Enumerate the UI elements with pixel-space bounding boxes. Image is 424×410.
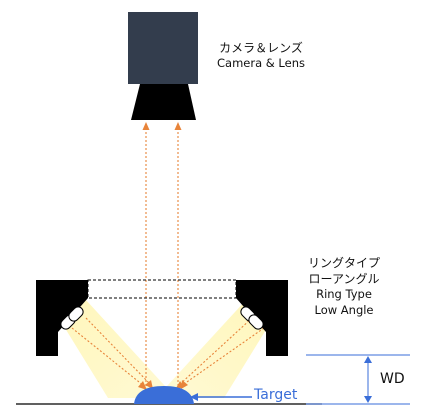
ray-arrow-left: [142, 122, 150, 130]
light-arrow-l2: [145, 380, 153, 389]
light-arrow-r2: [181, 380, 188, 389]
light-label: リングタイプ ローアングル Ring Type Low Angle: [296, 255, 392, 318]
light-arrow-l1: [138, 381, 147, 390]
target-pointer-head: [190, 393, 198, 401]
target-object: [134, 386, 194, 404]
ring-light-frame: [87, 279, 237, 299]
right-light-housing: [236, 280, 288, 356]
left-leds: [60, 306, 84, 330]
camera-label: カメラ＆レンズ Camera & Lens: [206, 40, 316, 72]
wd-label: WD: [380, 371, 405, 387]
right-leds: [240, 306, 264, 330]
light-label-jp-1: リングタイプ: [307, 256, 380, 270]
camera-rays: [145, 128, 179, 386]
camera-body: [128, 12, 198, 84]
right-light-beam: [156, 300, 272, 398]
wd-arrow-bottom: [364, 396, 372, 403]
camera-label-jp: カメラ＆レンズ: [219, 41, 303, 55]
ray-arrow-right: [174, 122, 182, 130]
light-label-en-1: Ring Type: [316, 287, 372, 302]
left-light-beam: [60, 300, 176, 398]
light-label-jp-2: ローアングル: [308, 272, 380, 287]
wd-arrow-top: [364, 356, 372, 363]
light-label-en-2: Low Angle: [314, 302, 374, 317]
light-rays: [71, 317, 265, 387]
camera-lens: [131, 84, 196, 120]
target-label: Target: [254, 387, 298, 403]
left-light-housing: [36, 280, 88, 356]
camera-label-en: Camera & Lens: [217, 56, 305, 71]
